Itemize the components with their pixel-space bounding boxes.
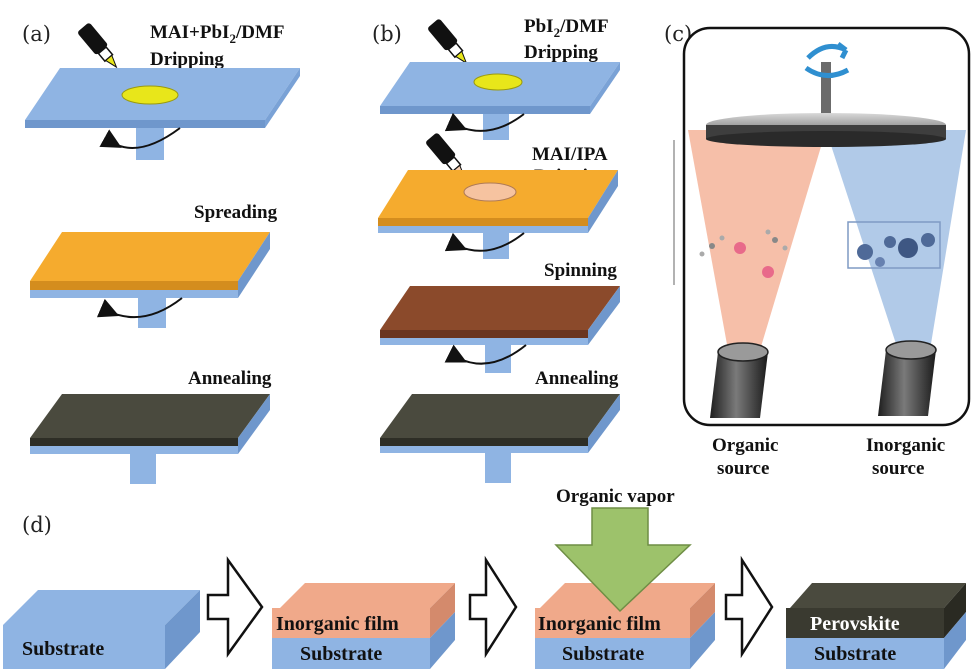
panel-a: (a) MAI+PbI2/DMF Dripping Spreading bbox=[22, 22, 300, 484]
process-arrow-icon bbox=[468, 555, 518, 659]
step-b2-line1: MAI/IPA bbox=[532, 144, 608, 165]
substrate-b1 bbox=[380, 62, 620, 140]
droplet bbox=[121, 85, 179, 105]
stack-inorganic-film-vapor: Inorganic film Substrate bbox=[535, 583, 715, 669]
substrate-b3 bbox=[380, 286, 620, 373]
panel-d-label: (d) bbox=[22, 513, 52, 537]
stack-perovskite: Perovskite Substrate bbox=[786, 583, 966, 669]
source-cylinder-icon bbox=[710, 342, 769, 418]
step-b3: Spinning bbox=[544, 260, 617, 281]
process-arrow-icon bbox=[206, 556, 264, 658]
rotation-arrow-icon bbox=[96, 297, 183, 319]
rotation-arrow-icon bbox=[444, 112, 525, 132]
rotation-arrow-icon bbox=[99, 127, 181, 149]
rotation-arrow-icon bbox=[444, 232, 525, 252]
panel-b-label: (b) bbox=[372, 22, 402, 46]
dropper-icon bbox=[428, 19, 468, 65]
substrate-b2 bbox=[378, 170, 618, 259]
stack3-film-label: Inorganic film bbox=[538, 613, 661, 635]
step-b1-line2: Dripping bbox=[524, 42, 598, 63]
substrate-a2 bbox=[30, 232, 270, 328]
step-b4: Annealing bbox=[535, 368, 619, 389]
step-a3: Annealing bbox=[188, 368, 272, 389]
stack3-substrate-label: Substrate bbox=[562, 643, 644, 665]
substrate-a3 bbox=[30, 394, 270, 484]
stack-substrate: Substrate bbox=[3, 590, 200, 669]
organic-source-line1: Organic bbox=[712, 435, 779, 456]
step-a1-line1: MAI+PbI2/DMF bbox=[150, 22, 285, 46]
spin-arrow-icon bbox=[806, 42, 849, 60]
panel-c: (c) bbox=[664, 22, 971, 479]
organic-vapor-arrow-icon bbox=[554, 507, 692, 613]
panel-a-label: (a) bbox=[22, 22, 51, 46]
process-arrow-icon bbox=[724, 555, 774, 659]
step-b1-line1: PbI2/DMF bbox=[524, 16, 609, 40]
panel-b: (b) PbI2/DMF Dripping MAI/IPA Dripping bbox=[372, 16, 620, 483]
panel-d: (d) Organic vapor Substrate Inorganic fi… bbox=[3, 486, 966, 669]
inorganic-source-line2: source bbox=[872, 458, 924, 479]
stack4-perovskite-label: Perovskite bbox=[810, 613, 900, 635]
organic-source-line2: source bbox=[717, 458, 769, 479]
stack2-substrate-label: Substrate bbox=[300, 643, 382, 665]
inorganic-plume bbox=[826, 130, 966, 350]
stack4-substrate-label: Substrate bbox=[814, 643, 896, 665]
inorganic-source-line1: Inorganic bbox=[866, 435, 945, 456]
substrate-a1 bbox=[25, 68, 300, 160]
source-cylinder-icon bbox=[878, 340, 937, 416]
rotation-arrow-icon bbox=[444, 344, 527, 365]
stack2-film-label: Inorganic film bbox=[276, 613, 399, 635]
organic-molecules bbox=[699, 229, 788, 278]
step-a2: Spreading bbox=[194, 202, 278, 223]
stack-inorganic-film: Inorganic film Substrate bbox=[272, 583, 455, 669]
organic-vapor-label: Organic vapor bbox=[556, 486, 675, 507]
stack1-substrate-label: Substrate bbox=[22, 638, 104, 660]
step-a1-line2: Dripping bbox=[150, 49, 224, 70]
substrate-b4 bbox=[380, 394, 620, 483]
inorganic-lattice bbox=[847, 221, 941, 269]
rotation-shaft bbox=[821, 62, 831, 118]
dropper-icon bbox=[78, 23, 118, 69]
organic-plume bbox=[688, 130, 826, 350]
